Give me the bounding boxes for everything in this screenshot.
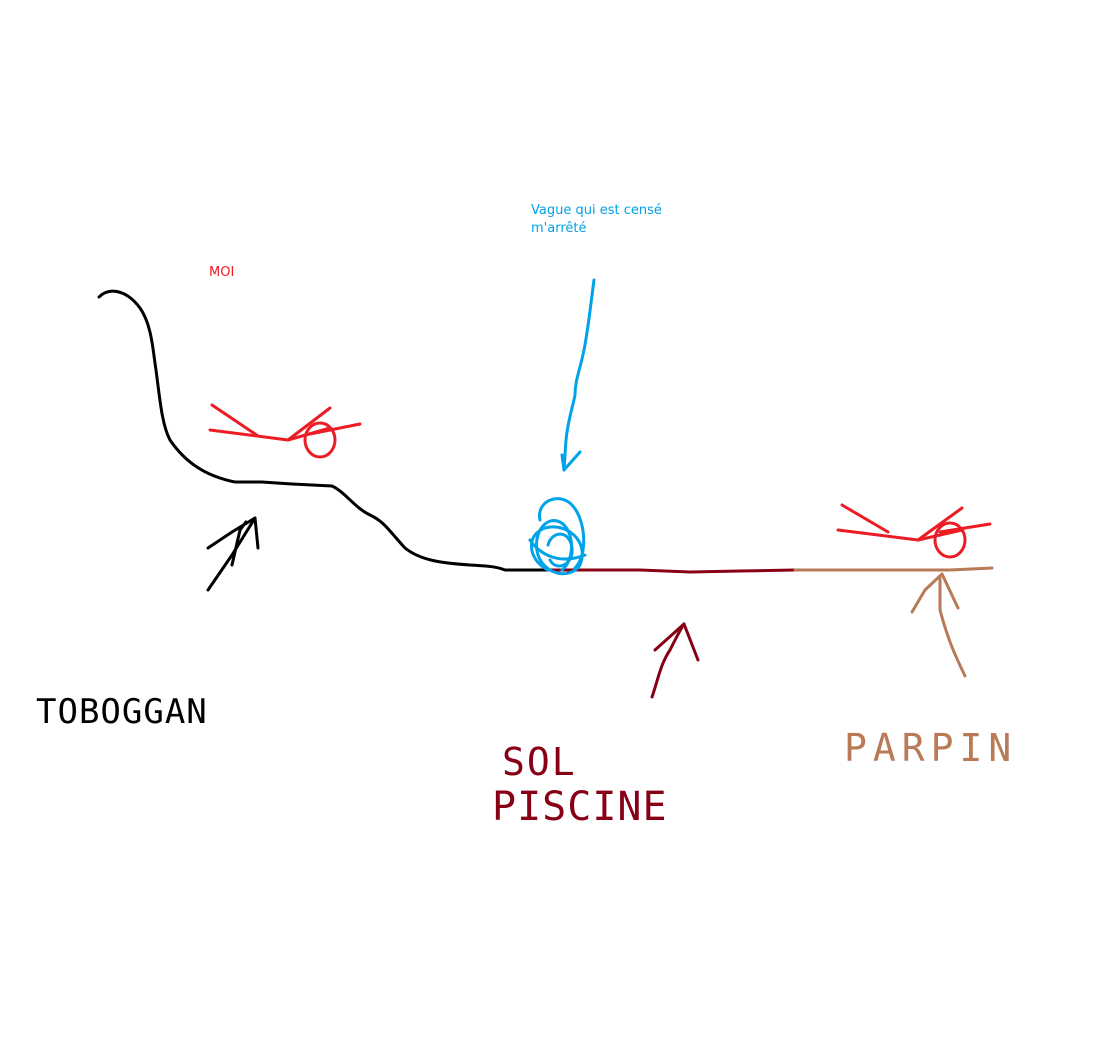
piscine-label: PISCINE [492, 784, 668, 830]
sol-piscine-arrow-icon [650, 622, 700, 699]
vague-label-line1: Vague qui est censé [531, 203, 662, 218]
vague-label-line2: m'arrêté [531, 221, 587, 236]
moi-label: MOI [209, 265, 235, 280]
parpin-line [793, 566, 994, 572]
person-on-parpin-icon [836, 503, 992, 559]
sol-label: SOL [502, 740, 577, 784]
parpin-arrow-icon [910, 572, 967, 678]
wave-arrow-icon [560, 278, 596, 472]
wave-scribble-icon [528, 497, 587, 576]
toboggan-label: TOBOGGAN [36, 692, 208, 732]
toboggan-arrow-icon [206, 516, 260, 592]
sol-piscine-line [546, 568, 797, 574]
person-on-slide-icon [208, 403, 362, 459]
parpin-label: PARPIN [844, 726, 1018, 770]
toboggan-curve [97, 289, 550, 572]
